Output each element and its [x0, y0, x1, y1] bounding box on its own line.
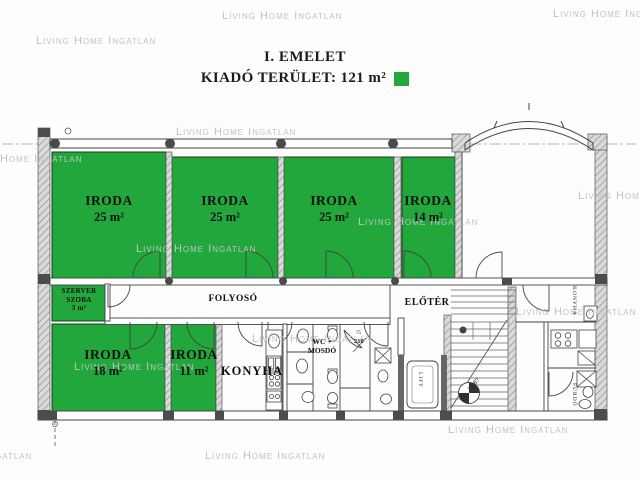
zone-label-eloter: ELŐTÉR [404, 297, 450, 308]
legend-color-swatch [394, 71, 410, 86]
bottom-wall-columns [38, 128, 607, 420]
room-highlight-szerver [51, 283, 106, 322]
room-label-iroda-25b: IRODA 25 m² [201, 193, 249, 224]
page-title-area: KIADÓ TERÜLET: 121 m² [95, 70, 515, 87]
area-title-text: KIADÓ TERÜLET: 121 m² [200, 70, 387, 86]
room-label-iroda-14: IRODA 14 m² [404, 193, 452, 224]
door-width-mark: 75 [356, 331, 361, 336]
bottom-window-band [37, 410, 608, 421]
room-label-szerver: SZERVER SZOBA 3 m² [61, 287, 97, 312]
zone-label-furdo: FÜRDŐ [571, 383, 577, 407]
zone-label-wc-mosdo: WC + MOSDÓ [307, 337, 337, 355]
arch-wall [464, 103, 594, 151]
door-gaps-bottom [130, 319, 388, 324]
zone-label-konyha: KONYHA [220, 364, 284, 378]
page-title-floor: I. EMELET [263, 49, 347, 65]
door-gaps-top [132, 279, 502, 284]
zone-label-konyha-small: KONYHA [571, 286, 577, 316]
fixtures [265, 305, 598, 411]
survey-marks [52, 127, 72, 449]
lift-shaft [398, 355, 447, 412]
structural-columns [50, 138, 399, 285]
interior-lines [104, 152, 596, 413]
room-label-iroda-18: IRODA 18 m² [84, 347, 132, 378]
room-label-iroda-25a: IRODA 25 m² [85, 193, 133, 224]
zone-label-folyoso: FOLYOSÓ [208, 294, 258, 304]
zone-label-lift: LIFT [417, 372, 423, 388]
room-highlight-iroda-25a [51, 151, 167, 279]
room-label-iroda-11: IRODA 11 m² [170, 347, 218, 378]
room-highlight-iroda-11 [170, 323, 217, 412]
highlighted-rooms [51, 151, 456, 412]
wall-block [502, 278, 512, 285]
room-label-iroda-25c: IRODA 25 m² [310, 193, 358, 224]
door-code-mark: 210 [354, 338, 364, 345]
staircase [450, 289, 516, 409]
room-highlight-iroda-25c [283, 156, 395, 279]
